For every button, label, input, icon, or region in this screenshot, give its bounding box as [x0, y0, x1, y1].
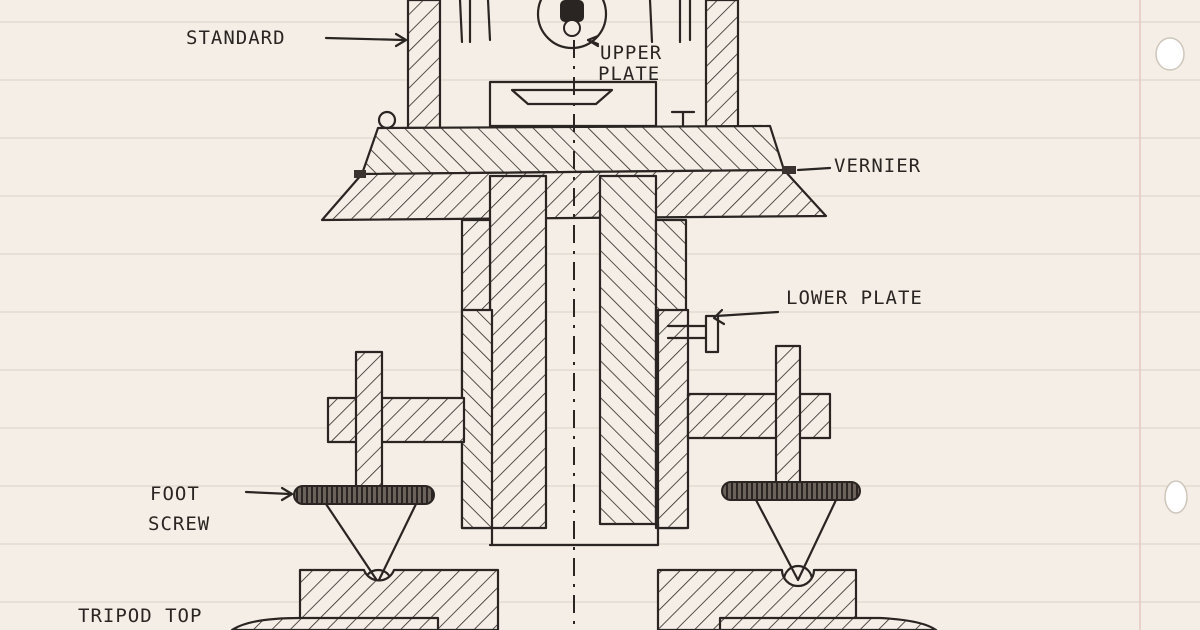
outer-axis-left	[460, 308, 494, 530]
inner-axis-right	[598, 174, 658, 526]
foot-screw-head-right	[721, 481, 861, 501]
binder-hole-top	[1155, 37, 1185, 71]
outer-axis-right	[656, 308, 690, 530]
label-upper-plate-line1: UPPER	[600, 42, 662, 64]
lower-plate-clamp-screw	[666, 314, 720, 354]
foot-screw-shaft-left	[354, 350, 384, 492]
tribrach-arm-right	[686, 392, 832, 440]
tripod-head-right	[718, 616, 938, 630]
telescope-stems	[458, 0, 692, 44]
label-tripod-top: TRIPOD TOP	[78, 605, 202, 627]
inner-axis-left	[488, 174, 548, 530]
label-upper-plate-line2: PLATE	[598, 63, 660, 85]
tribrach-arm-left	[326, 396, 466, 444]
standard-left	[406, 0, 442, 130]
tripod-block-left	[298, 568, 500, 630]
upper-plate-knob	[377, 110, 397, 130]
foot-screw-shaft-right	[774, 344, 802, 488]
vernier-mark-left	[354, 170, 366, 178]
foot-screw-head-left	[293, 485, 435, 505]
tripod-head-left	[230, 616, 440, 630]
upper-plate-bubble	[536, 0, 608, 50]
tripod-block-right	[656, 568, 858, 630]
label-lower-plate: LOWER PLATE	[786, 287, 923, 309]
vernier-mark-right	[782, 166, 796, 174]
standard-right	[704, 0, 740, 130]
binder-hole-bottom	[1164, 480, 1188, 514]
label-standard: STANDARD	[186, 27, 286, 49]
leader-lines	[244, 32, 832, 502]
label-foot-screw-line1: FOOT	[150, 483, 200, 505]
label-foot-screw-line2: SCREW	[148, 513, 210, 535]
label-vernier: VERNIER	[834, 155, 921, 177]
upper-plate-t-screw	[670, 110, 696, 130]
